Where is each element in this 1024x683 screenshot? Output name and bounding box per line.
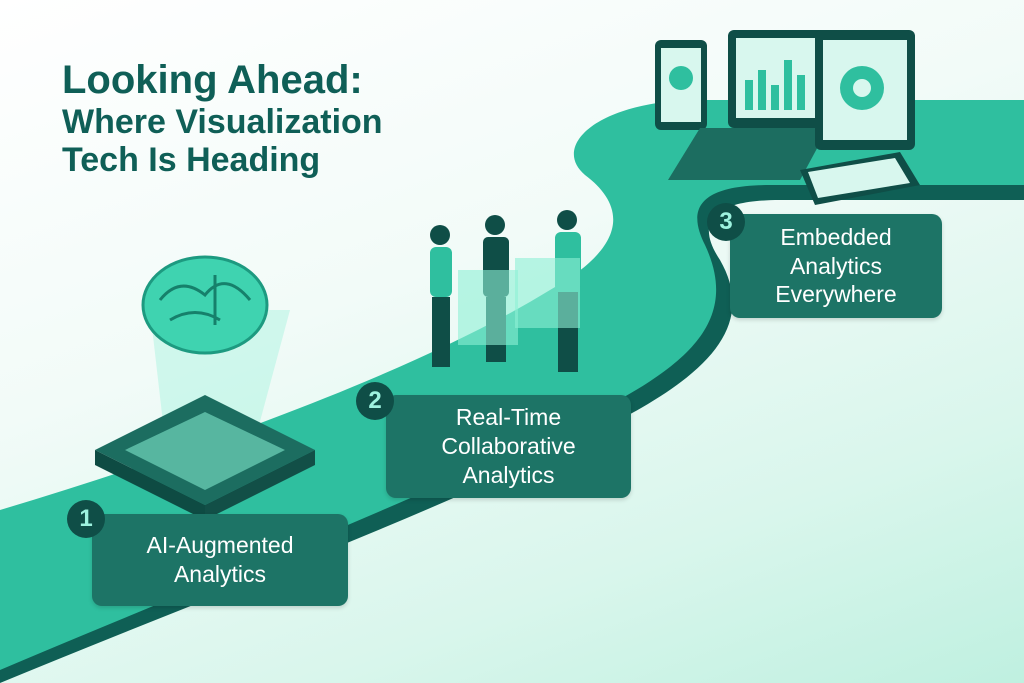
step-number-badge-1: 1 <box>67 500 105 538</box>
step-card-3: Embedded Analytics Everywhere <box>730 214 942 318</box>
step-label-2: Real-Time Collaborative Analytics <box>441 404 576 488</box>
step-number-badge-3: 3 <box>707 203 745 241</box>
step-label-1: AI-Augmented Analytics <box>146 532 294 587</box>
title-line-1: Looking Ahead: <box>62 58 363 102</box>
page-title: Looking Ahead: Where Visualization Tech … <box>62 58 383 179</box>
step-number-badge-2: 2 <box>356 382 394 420</box>
step-label-3: Embedded Analytics Everywhere <box>775 223 897 308</box>
step-card-1: AI-Augmented Analytics <box>92 514 348 606</box>
ai-brain-illustration <box>95 255 315 520</box>
step-card-2: Real-Time Collaborative Analytics <box>386 395 631 498</box>
title-line-2: Where Visualization <box>62 102 383 141</box>
team-illustration <box>430 210 581 372</box>
title-line-3: Tech Is Heading <box>62 140 321 179</box>
devices-illustration <box>655 30 920 205</box>
